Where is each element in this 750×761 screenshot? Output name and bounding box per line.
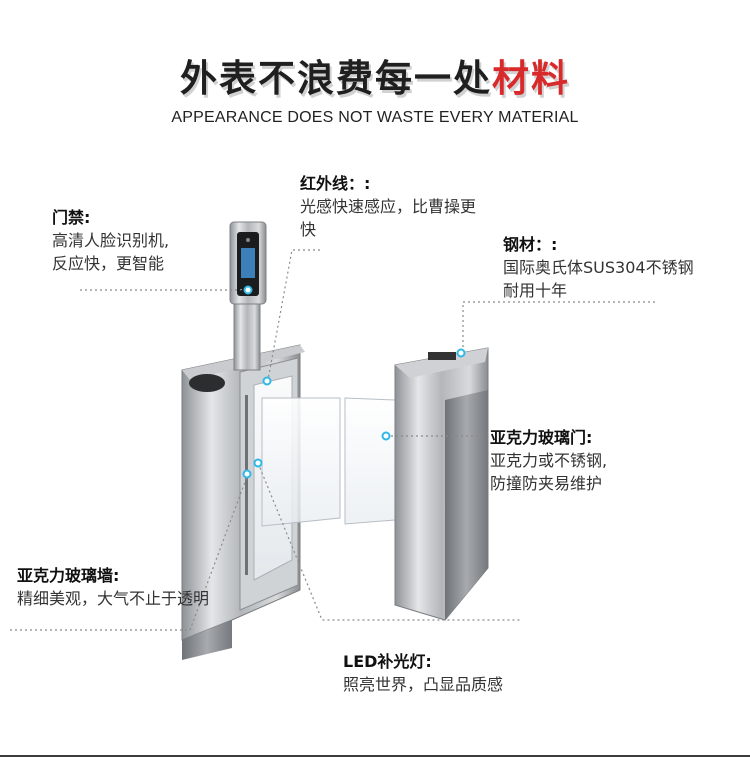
callout-infrared-line1: 光感快速感应，比曹操更 [300, 197, 477, 216]
marker-access [243, 285, 253, 295]
callout-led-head: LED补光灯: [343, 652, 432, 671]
marker-acrylic-wall [242, 469, 252, 479]
callout-acrylic-door-line2: 防撞防夹易维护 [490, 474, 603, 493]
callout-infrared-head: 红外线：: [300, 174, 371, 193]
title-main: 外表不浪费每一处 [180, 57, 492, 100]
callout-steel-line2: 耐用十年 [503, 281, 568, 300]
callout-acrylic-door: 亚克力玻璃门: 亚克力或不锈钢, 防撞防夹易维护 [490, 427, 607, 495]
marker-led [253, 458, 263, 468]
callout-acrylic-door-head: 亚克力玻璃门: [490, 428, 593, 447]
callout-markers [242, 285, 466, 479]
page-title: 外表不浪费每一处材料 [0, 48, 750, 102]
leader-lines [10, 249, 655, 631]
face-terminal-pillar [229, 221, 267, 371]
callout-infrared-line2: 快 [300, 220, 317, 239]
callout-steel-line1: 国际奥氏体SUS304不锈钢 [503, 258, 694, 277]
callout-access-line2: 反应快，更智能 [52, 254, 165, 273]
bottom-divider [0, 755, 750, 757]
callout-steel: 钢材：: 国际奥氏体SUS304不锈钢 耐用十年 [503, 234, 694, 302]
page-subtitle: APPEARANCE DOES NOT WASTE EVERY MATERIAL [171, 109, 579, 126]
callout-acrylic-wall: 亚克力玻璃墙: 精细美观，大气不止于透明 [17, 565, 209, 610]
callout-led-line1: 照亮世界，凸显品质感 [343, 675, 504, 694]
glass-flaps [261, 397, 396, 527]
callout-led: LED补光灯: 照亮世界，凸显品质感 [343, 651, 503, 696]
callout-access-line1: 高清人脸识别机, [52, 231, 170, 250]
right-cabinet [394, 347, 489, 621]
callout-acrylic-wall-line1: 精细美观，大气不止于透明 [17, 589, 210, 608]
marker-infrared [262, 376, 272, 386]
callout-infrared: 红外线：: 光感快速感应，比曹操更 快 [300, 173, 476, 241]
callout-acrylic-door-line1: 亚克力或不锈钢, [490, 451, 608, 470]
title-accent: 材料 [492, 57, 570, 100]
marker-steel [456, 348, 466, 358]
callout-acrylic-wall-head: 亚克力玻璃墙: [17, 566, 120, 585]
callout-access-control: 门禁: 高清人脸识别机, 反应快，更智能 [52, 207, 169, 275]
callout-access-head: 门禁: [52, 208, 91, 227]
callout-steel-head: 钢材：: [503, 235, 558, 254]
marker-acrylic-door [381, 431, 391, 441]
